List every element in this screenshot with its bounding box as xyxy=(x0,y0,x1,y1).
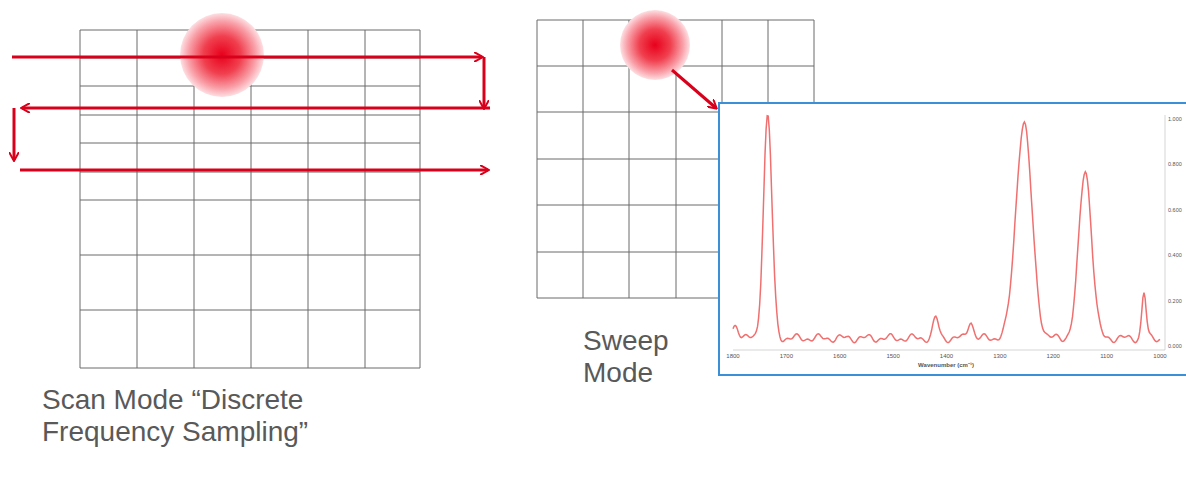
axis-tick: 1700 xyxy=(780,353,793,360)
axis-title: Wavenumber (cm⁻¹) xyxy=(918,362,974,369)
raster-path xyxy=(12,57,490,170)
axis-tick: 1100 xyxy=(1100,353,1113,360)
grid-line xyxy=(308,30,309,368)
axis-tick: 1000 xyxy=(1153,353,1166,360)
axis-tick: 1800 xyxy=(726,353,739,360)
laser-spot xyxy=(180,13,264,97)
plot-axes xyxy=(733,115,1165,350)
axis-tick: 1600 xyxy=(833,353,846,360)
grid-line xyxy=(80,30,81,368)
mode-caption: Sweep Mode xyxy=(583,325,715,389)
pointer-arrow xyxy=(672,70,716,108)
grid-line xyxy=(137,30,138,368)
grid-line xyxy=(365,30,366,368)
laser-spot xyxy=(620,10,690,80)
axis-tick: 1400 xyxy=(940,353,953,360)
axis-tick: 1500 xyxy=(886,353,899,360)
axis-tick: 0.200 xyxy=(1168,298,1182,304)
axis-tick: 0.000 xyxy=(1168,343,1182,349)
axis-tick: 0.400 xyxy=(1168,252,1182,258)
axis-tick: 1300 xyxy=(993,353,1006,360)
grid-line xyxy=(80,255,420,256)
grid-line xyxy=(80,200,420,201)
grid-line xyxy=(80,115,420,116)
spectrum-line xyxy=(733,116,1160,343)
grid-line xyxy=(80,310,420,311)
axis-tick: 0.800 xyxy=(1168,161,1182,167)
axis-tick: 1200 xyxy=(1047,353,1060,360)
mode-caption: Scan Mode “Discrete Frequency Sampling” xyxy=(42,384,402,448)
spectrum-panel xyxy=(719,103,1186,375)
grid-line xyxy=(420,30,421,368)
grid-line xyxy=(80,172,420,173)
axis-tick: 0.600 xyxy=(1168,207,1182,213)
axis-tick: 1.000 xyxy=(1168,116,1182,122)
grid-line xyxy=(80,368,420,369)
grid-line xyxy=(80,143,420,144)
